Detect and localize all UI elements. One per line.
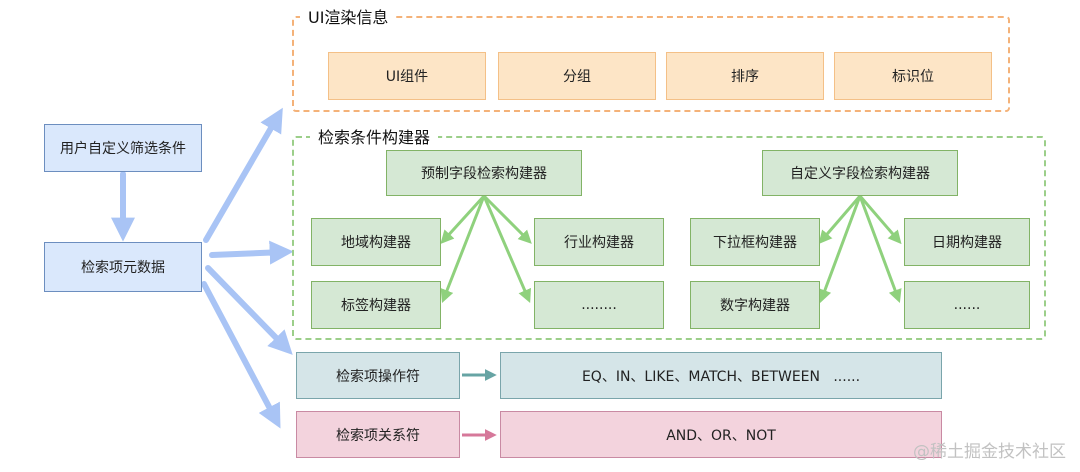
ui-render-group (292, 16, 1010, 112)
dropdown-builder: 下拉框构建器 (690, 218, 820, 266)
preset-field-builder: 预制字段检索构建器 (386, 150, 582, 196)
arrow-preset-to-tag (440, 194, 486, 304)
industry-builder: 行业构建器 (534, 218, 664, 266)
arrow-custom-to-dropdown (818, 194, 862, 245)
custom-field-builder: 自定义字段检索构建器 (762, 150, 958, 196)
arrow-meta-to-builder (209, 240, 294, 265)
search-operator: 检索项操作符 (296, 352, 460, 399)
search-relation: 检索项关系符 (296, 411, 460, 458)
arrow-meta-to-ui (203, 107, 283, 243)
number-builder: 数字构建器 (690, 281, 820, 329)
search-item-metadata: 检索项元数据 (44, 242, 202, 292)
operator-values: EQ、IN、LIKE、MATCH、BETWEEN ...... (500, 352, 942, 399)
ui-render-group-title: UI渲染信息 (300, 8, 397, 28)
condition-builder-group-title: 检索条件构建器 (310, 128, 439, 148)
arrow-custom-to-date (858, 194, 902, 245)
arrow-preset-to-region (440, 194, 486, 244)
region-builder: 地域构建器 (311, 218, 441, 266)
condition-builder-group (292, 136, 1046, 340)
preset-more-builder: ........ (534, 281, 664, 329)
arrow-meta-to-relation (201, 281, 281, 429)
tag-builder: 标签构建器 (311, 281, 441, 329)
watermark: @稀土掘金技术社区 (913, 442, 1066, 462)
ui-item-sorting: 排序 (666, 52, 824, 100)
arrow-preset-to-more (482, 194, 531, 303)
arrow-meta-to-operator (205, 265, 293, 355)
relation-values: AND、OR、NOT (500, 411, 942, 458)
ui-item-grouping: 分组 (498, 52, 656, 100)
arrow-custom-to-more (858, 194, 902, 304)
ui-item-component: UI组件 (328, 52, 486, 100)
user-custom-filter: 用户自定义筛选条件 (44, 124, 202, 172)
arrow-preset-to-industry (482, 194, 532, 244)
custom-more-builder: ...... (904, 281, 1030, 329)
date-builder: 日期构建器 (904, 218, 1030, 266)
ui-item-flag: 标识位 (834, 52, 992, 100)
arrow-custom-to-number (818, 194, 862, 304)
